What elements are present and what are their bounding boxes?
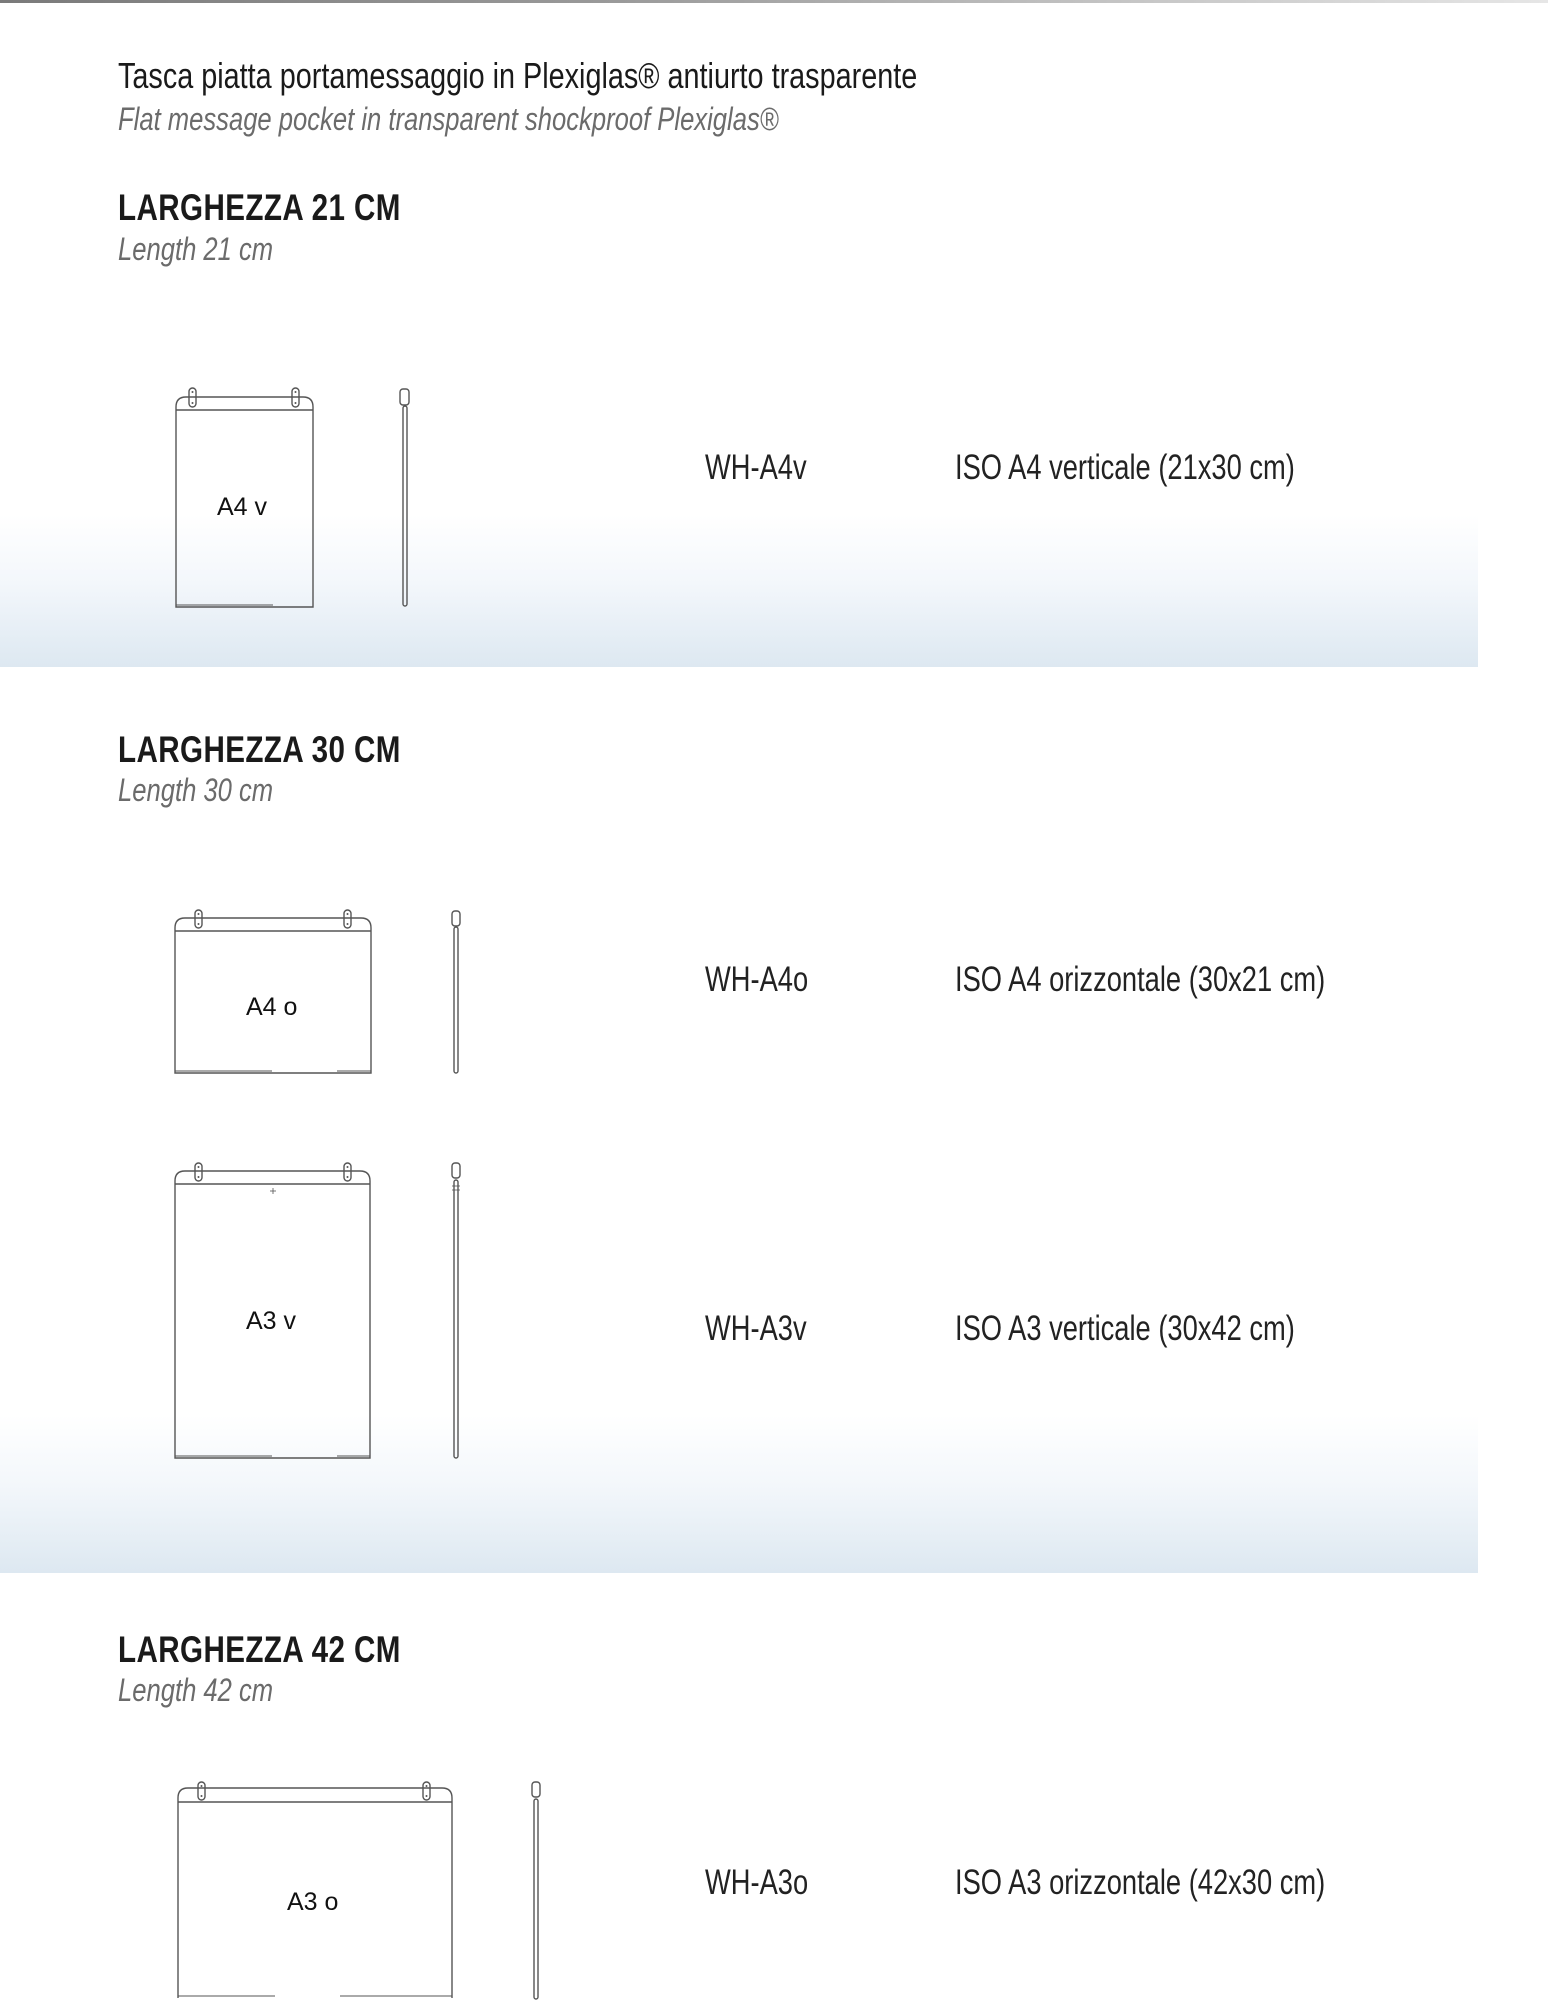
product-description: ISO A4 orizzontale (30x21 cm) bbox=[955, 960, 1326, 999]
section-heading: LARGHEZZA 30 CM bbox=[118, 729, 401, 770]
section-sublabel: Length 30 cm bbox=[118, 772, 274, 808]
product-code: WH-A4o bbox=[705, 960, 809, 999]
section-sublabel: Length 42 cm bbox=[118, 1672, 274, 1708]
drawing-label: A4 o bbox=[246, 993, 297, 1021]
product-description: ISO A3 verticale (30x42 cm) bbox=[955, 1309, 1295, 1348]
drawing-label: A3 o bbox=[287, 1888, 338, 1916]
drawing-label: A4 v bbox=[217, 493, 268, 521]
drawing-label: A3 v bbox=[246, 1307, 297, 1335]
section-heading: LARGHEZZA 42 CM bbox=[118, 1629, 401, 1670]
product-description: ISO A4 verticale (21x30 cm) bbox=[955, 448, 1295, 487]
product-code: WH-A3o bbox=[705, 1863, 809, 1902]
product-description: ISO A3 orizzontale (42x30 cm) bbox=[955, 1863, 1326, 1902]
top-rule bbox=[0, 0, 1548, 3]
section-sublabel: Length 21 cm bbox=[118, 231, 274, 267]
page-title: Tasca piatta portamessaggio in Plexiglas… bbox=[118, 55, 918, 96]
product-code: WH-A4v bbox=[705, 448, 807, 487]
page-subtitle: Flat message pocket in transparent shock… bbox=[118, 101, 779, 137]
product-code: WH-A3v bbox=[705, 1309, 807, 1348]
section-heading: LARGHEZZA 21 CM bbox=[118, 187, 401, 228]
